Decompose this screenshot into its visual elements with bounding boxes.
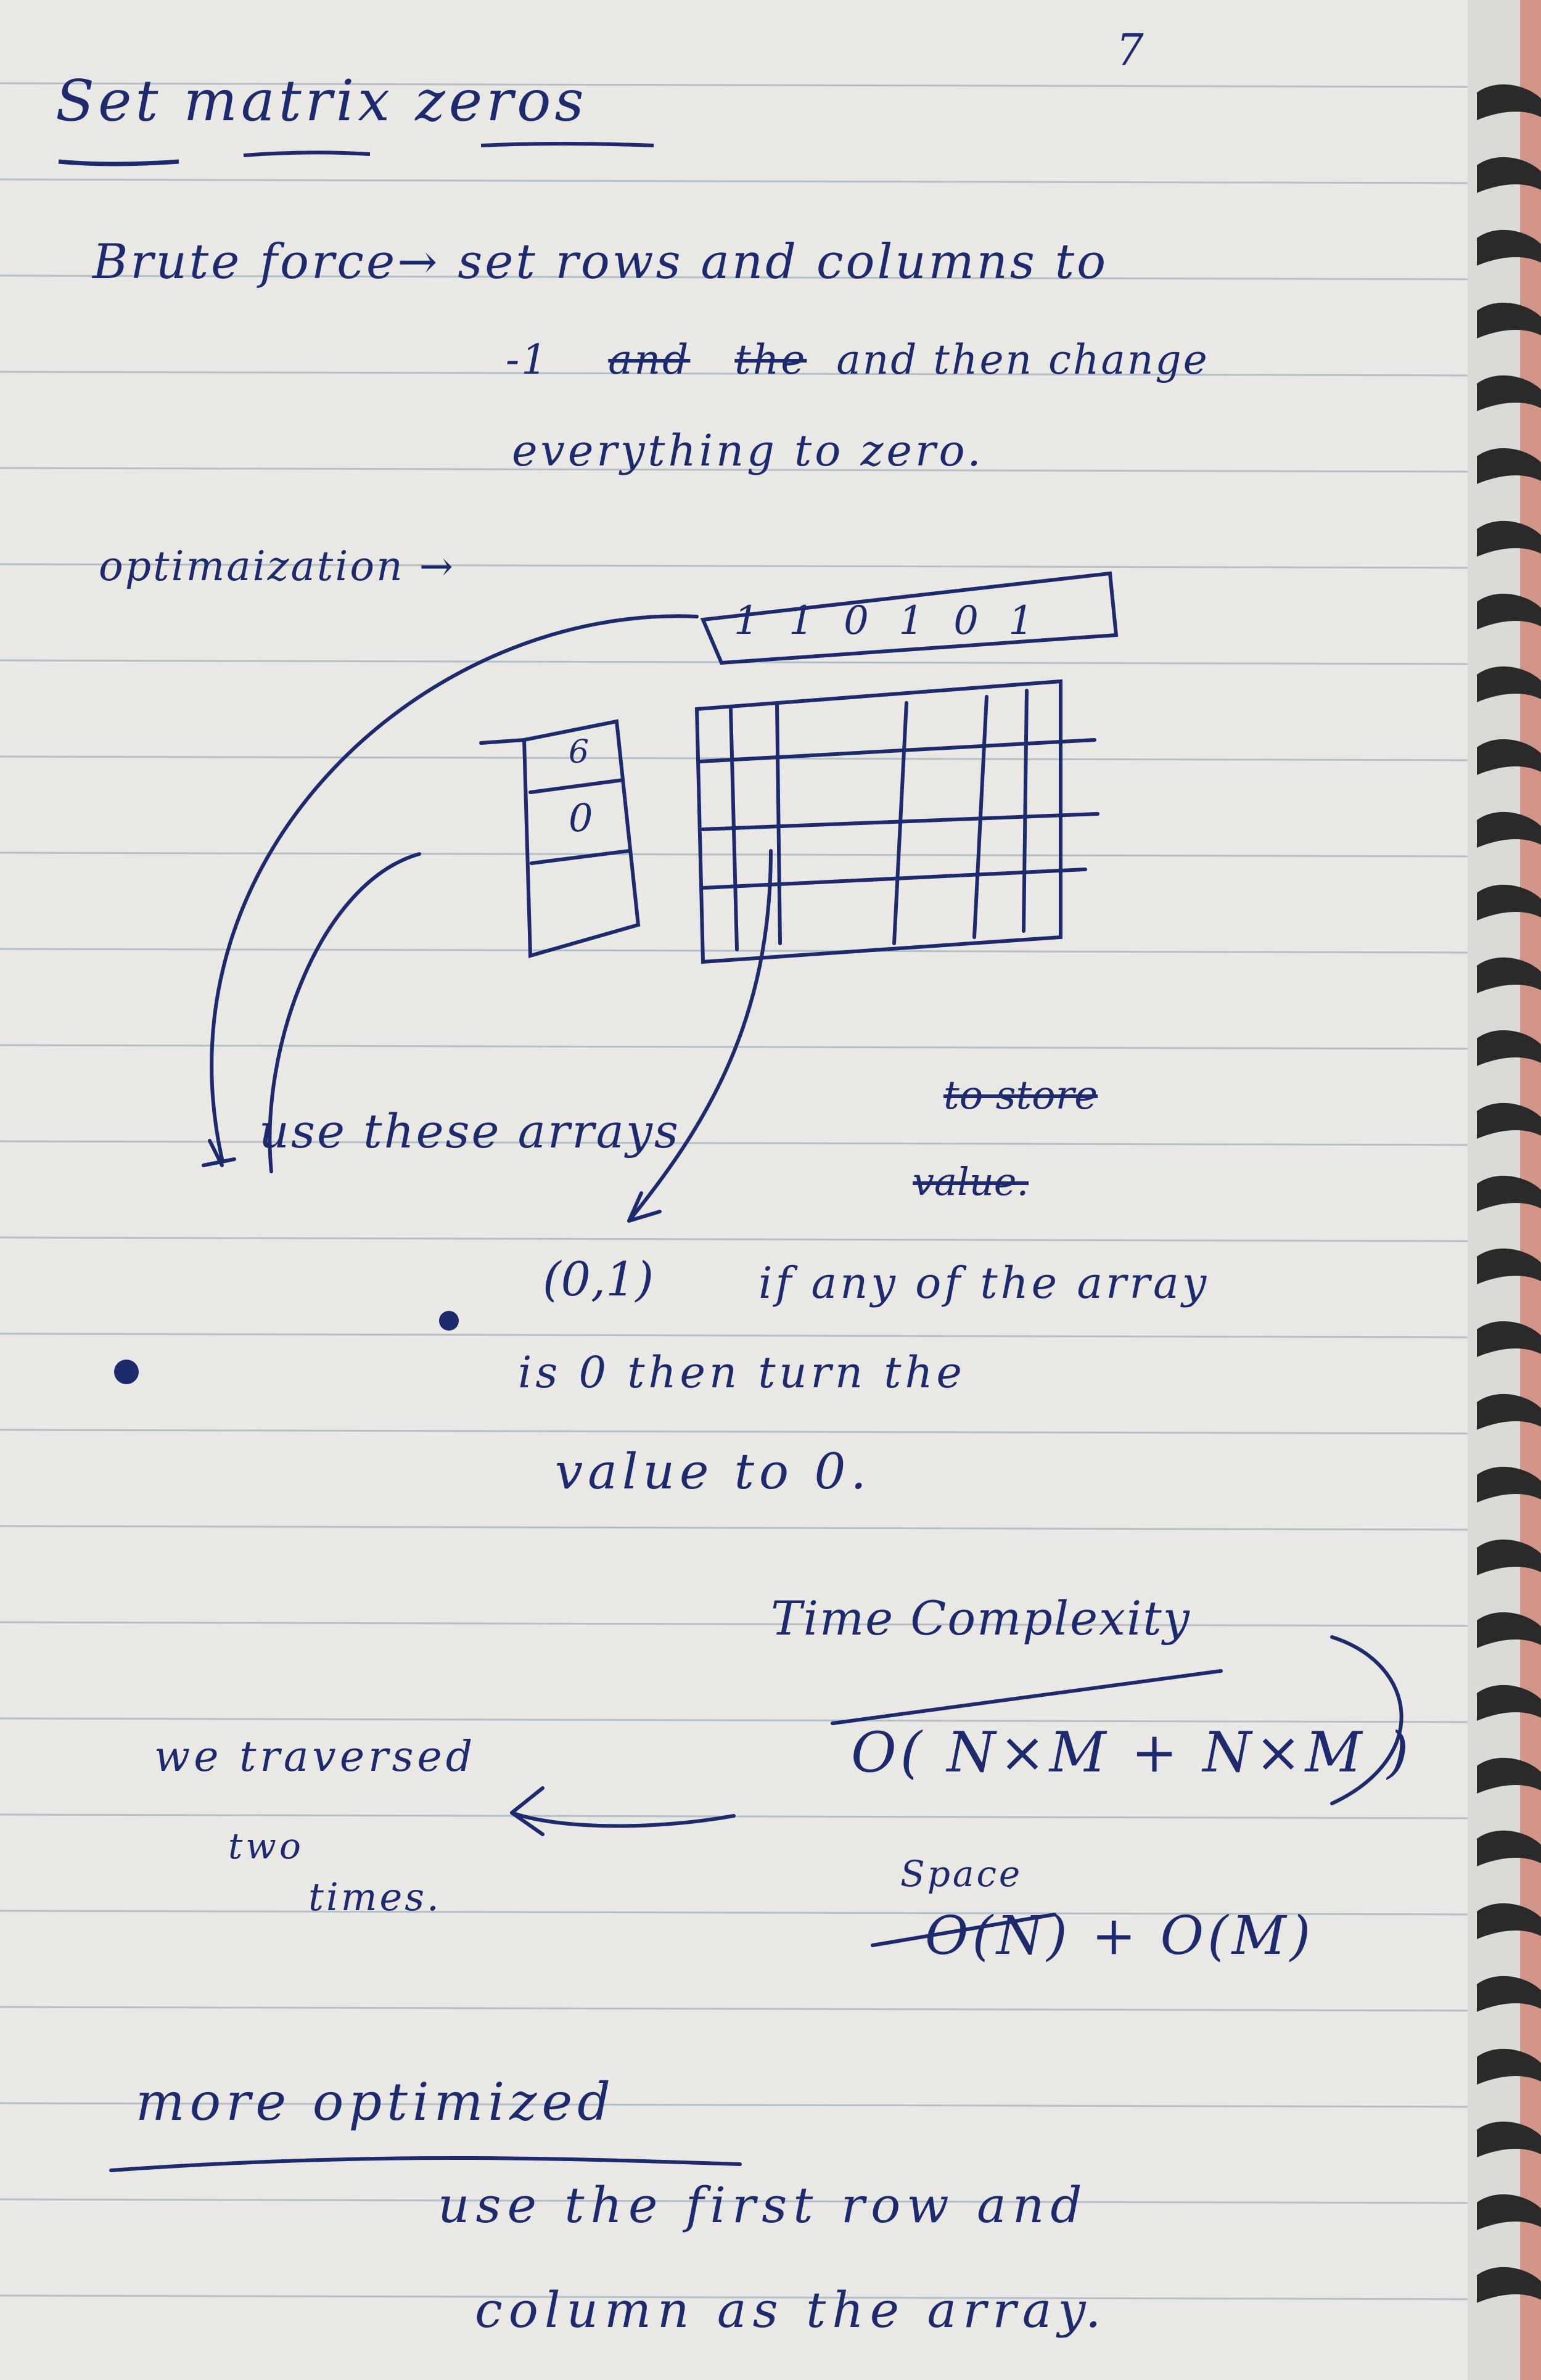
spiral-loop [1477,666,1541,702]
traversal-note-line-3: times. [308,1874,442,1919]
struck-phrase-a: to store [943,1073,1098,1118]
minus-one: -1 [506,336,549,384]
more-optimized-heading: more optimized [136,2072,616,2132]
rule-line [0,563,1493,569]
spiral-loop [1477,1539,1541,1575]
spiral-loop [1477,1393,1541,1430]
time-complexity-expression: O( N×M + N×M ) [851,1720,1413,1785]
rule-line [0,1429,1493,1435]
page-number: 7 [1116,25,1144,75]
rule-index: (0,1) [543,1252,654,1307]
rule-line [0,1525,1493,1531]
rule-line [0,1813,1493,1820]
rule-line [0,851,1493,858]
brute-force-line-3: everything to zero. [512,425,984,476]
rule-line [0,1717,1493,1723]
traversal-note-line-1: we traversed [154,1733,477,1781]
rule-line [0,2294,1493,2300]
spiral-loop [1477,448,1541,484]
spiral-loop [1477,1321,1541,1357]
left-array-cell-2: 0 [569,795,593,840]
rule-line [0,948,1493,954]
optimization-heading: optimaization → [99,543,455,590]
time-complexity-label: Time Complexity [771,1591,1191,1646]
more-optimized-line-1: use the first row and [438,2177,1088,2234]
spiral-loop [1477,520,1541,557]
rule-line [0,1332,1493,1339]
spiral-loop [1477,229,1541,266]
brute-force-line-1: Brute force→ set rows and columns to [92,234,1109,290]
rule-line-3: value to 0. [555,1443,871,1500]
spiral-loop [1477,375,1541,411]
spiral-loop [1477,1175,1541,1212]
spiral-loop [1477,957,1541,993]
space-complexity-label: Space [900,1853,1023,1895]
spiral-loop [1477,1102,1541,1139]
rule-line-1: if any of the array [758,1258,1210,1308]
top-array: 1 1 0 1 0 1 [734,598,1043,644]
rule-line [0,467,1493,473]
rule-line [0,82,1493,88]
traversal-note-line-2: two [228,1825,304,1867]
rule-line [0,178,1493,184]
rule-line [0,2006,1493,2012]
spiral-loop [1477,84,1541,120]
brute-force-line-2-rest: and then change [836,336,1209,384]
spiral-loop [1477,884,1541,921]
spiral-loop [1477,2048,1541,2085]
spiral-loop [1477,157,1541,193]
rule-line [0,1044,1493,1050]
spiral-loop [1477,1030,1541,1066]
spiral-loop [1477,302,1541,339]
spiral-loop [1477,739,1541,775]
spiral-loop [1477,1976,1541,2012]
rule-line [0,274,1493,281]
rule-line [0,1621,1493,1627]
spiral-loop [1477,811,1541,848]
left-array-cell-1: 6 [569,734,590,771]
spiral-loop [1477,1466,1541,1503]
struck-word-b: the [734,336,807,384]
rule-line [0,1910,1493,1916]
spiral-loop [1477,2194,1541,2230]
rule-line [0,2102,1493,2108]
brute-force-line-2: -1 and the and then change [506,336,1209,384]
rule-line [0,371,1493,377]
rule-line-2: is 0 then turn the [518,1347,966,1398]
spiral-loop [1477,1903,1541,1939]
rule-line [0,1140,1493,1146]
spiral-loop [1477,1612,1541,1648]
space-complexity-expression: O(N) + O(M) [925,1905,1315,1967]
spiral-loop [1477,2267,1541,2303]
spiral-loop [1477,1830,1541,1866]
struck-phrase-b: value. [913,1159,1029,1204]
page-title: Set matrix zeros [55,68,588,134]
spiral-loop [1477,593,1541,630]
spiral-loop [1477,1757,1541,1794]
arrays-note-line-1: use these arrays [259,1104,680,1159]
spiral-loop [1477,1684,1541,1721]
more-optimized-line-2: column as the array. [475,2281,1107,2339]
spiral-loop [1477,2121,1541,2157]
spiral-loop [1477,1248,1541,1284]
rule-line [0,1236,1493,1242]
rule-line [0,2198,1493,2204]
struck-word-a: and [608,336,691,384]
